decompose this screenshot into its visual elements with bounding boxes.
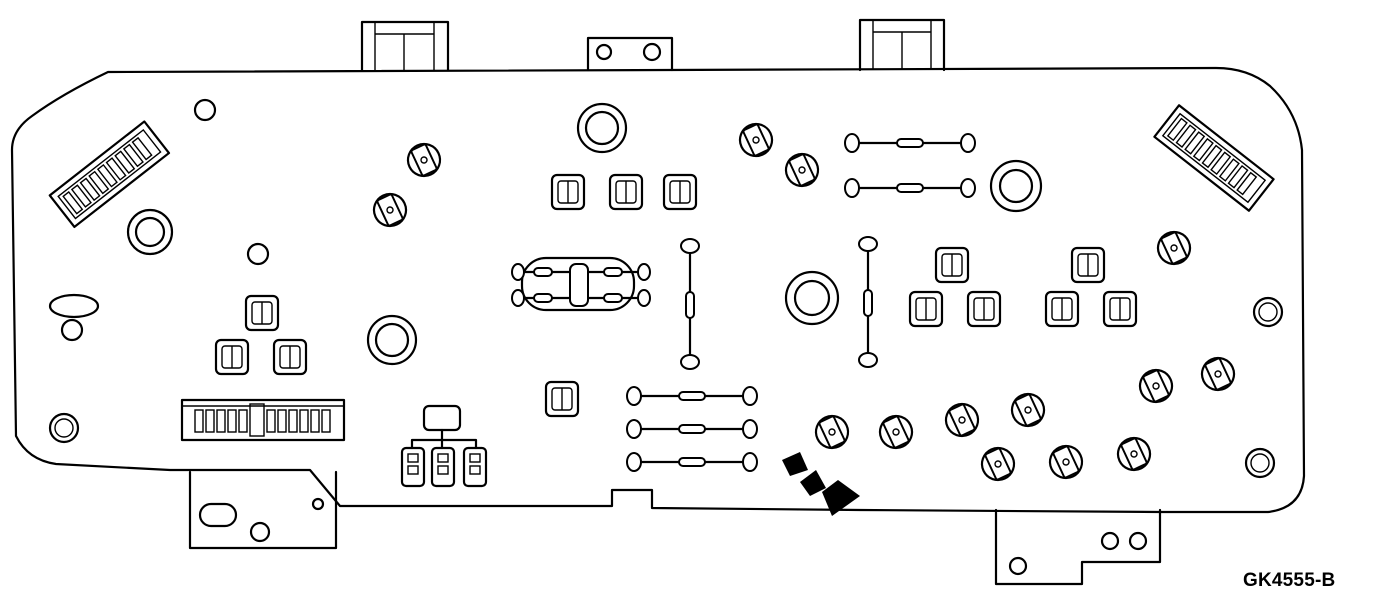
mounting-bosses (126, 102, 1043, 366)
left-ribbon-connector (48, 120, 171, 229)
direction-arrow (782, 452, 860, 516)
top-mounting-tabs (360, 18, 946, 72)
resistors (511, 133, 976, 472)
bottom-mounting-tabs (188, 470, 1162, 586)
square-sockets (214, 173, 1138, 418)
bulb-sockets (372, 122, 1236, 482)
shunt-connector (400, 404, 488, 488)
screw-holes (48, 98, 1284, 479)
circuit-board-outline (10, 66, 1306, 514)
figure-code-label: GK4555-B (1243, 570, 1336, 591)
bottom-edge-connector (180, 398, 346, 442)
right-ribbon-connector (1153, 104, 1275, 212)
